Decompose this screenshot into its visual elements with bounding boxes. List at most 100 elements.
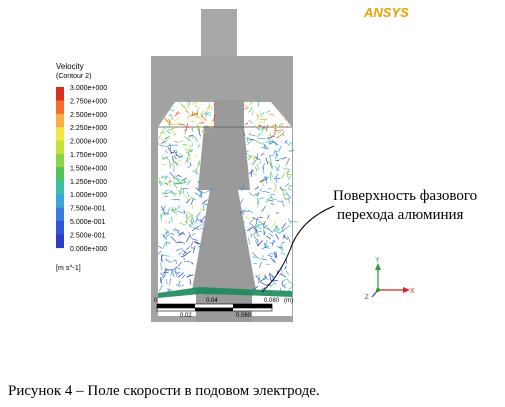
velocity-vector <box>185 198 191 204</box>
velocity-vector <box>205 125 214 129</box>
velocity-vector <box>213 102 221 107</box>
velocity-vector <box>252 256 260 259</box>
velocity-vector <box>241 221 245 229</box>
velocity-vector <box>183 178 186 184</box>
velocity-vector <box>180 255 186 257</box>
velocity-vector <box>278 158 282 160</box>
velocity-vector <box>281 200 285 208</box>
velocity-vector <box>183 210 186 214</box>
velocity-vector <box>197 227 203 231</box>
velocity-vector <box>183 257 186 261</box>
velocity-vector <box>268 141 275 145</box>
velocity-vector <box>258 124 266 129</box>
velocity-vector <box>165 241 171 244</box>
velocity-vector <box>287 280 294 285</box>
legend-swatch <box>56 154 64 168</box>
velocity-vector <box>282 284 286 287</box>
inner-block-top <box>214 100 244 126</box>
velocity-vector <box>164 149 168 154</box>
velocity-vector <box>182 250 187 256</box>
velocity-vector <box>175 207 177 216</box>
velocity-vector <box>169 278 171 286</box>
velocity-vector <box>165 230 169 234</box>
velocity-vector <box>164 175 168 181</box>
velocity-vector <box>273 150 276 156</box>
velocity-vector <box>182 143 188 146</box>
velocity-vector <box>260 118 268 120</box>
velocity-vector <box>166 279 168 285</box>
velocity-vector <box>249 222 256 228</box>
legend-subtitle: (Contour 2) <box>56 73 91 80</box>
velocity-vector <box>172 176 176 181</box>
velocity-vector <box>153 177 161 181</box>
velocity-vector <box>160 254 163 262</box>
velocity-vector <box>207 187 214 193</box>
axis-x-label: X <box>410 288 415 295</box>
velocity-vector <box>201 113 203 117</box>
velocity-vector <box>187 148 191 154</box>
velocity-vector <box>275 123 278 130</box>
velocity-vector <box>260 281 268 286</box>
velocity-vector <box>265 110 271 113</box>
velocity-vector <box>279 186 284 192</box>
velocity-vector <box>200 216 206 223</box>
legend-label: 1.750e+000 <box>70 152 107 159</box>
velocity-vector <box>256 153 258 161</box>
velocity-vector <box>261 112 265 116</box>
velocity-vector <box>187 97 191 106</box>
velocity-vector <box>281 280 284 285</box>
velocity-vector <box>172 181 178 189</box>
velocity-vector <box>283 115 287 122</box>
velocity-vectors <box>153 97 298 295</box>
velocity-vector <box>184 250 191 256</box>
ansys-logo: ANSYS <box>363 5 409 20</box>
velocity-vector <box>174 175 179 178</box>
legend-swatch <box>56 167 64 182</box>
velocity-vector <box>186 155 190 162</box>
velocity-vector <box>207 103 211 111</box>
velocity-vector <box>252 172 258 176</box>
velocity-vector <box>255 224 257 231</box>
velocity-vector <box>270 133 276 137</box>
velocity-vector <box>259 261 262 268</box>
velocity-vector <box>239 198 244 205</box>
velocity-vector <box>248 107 253 113</box>
velocity-vector <box>171 266 178 272</box>
scale-label-unit: (m) <box>284 298 293 304</box>
velocity-vector <box>160 278 163 283</box>
velocity-vector <box>270 279 277 285</box>
velocity-vector <box>280 243 284 251</box>
velocity-vector <box>160 144 169 148</box>
velocity-vector <box>188 245 195 250</box>
velocity-vector <box>270 170 273 178</box>
velocity-vector <box>263 118 266 124</box>
velocity-vector <box>282 235 288 240</box>
velocity-vector <box>274 127 276 134</box>
velocity-vector <box>256 113 259 118</box>
velocity-vector <box>186 149 193 154</box>
velocity-vector <box>161 274 164 279</box>
velocity-vector <box>199 208 206 211</box>
velocity-vector <box>275 152 279 157</box>
velocity-vector <box>265 157 269 165</box>
velocity-vector <box>270 242 274 245</box>
velocity-vector <box>169 162 176 167</box>
velocity-vector <box>286 236 292 243</box>
velocity-vector <box>160 140 167 144</box>
velocity-vector <box>254 227 259 235</box>
velocity-vector <box>168 119 171 123</box>
velocity-vector <box>263 165 265 174</box>
legend-label: 0.000e+000 <box>70 246 107 253</box>
velocity-vector <box>194 167 198 173</box>
velocity-vector <box>258 197 265 200</box>
velocity-vector <box>255 275 261 281</box>
velocity-vector <box>193 135 199 142</box>
velocity-vector <box>188 223 192 227</box>
velocity-vector <box>181 249 187 254</box>
velocity-vector <box>200 129 204 133</box>
velocity-vector <box>176 111 179 115</box>
velocity-vector <box>185 123 188 132</box>
velocity-vector <box>162 156 169 160</box>
velocity-vector <box>288 218 291 225</box>
velocity-vector <box>190 219 194 226</box>
